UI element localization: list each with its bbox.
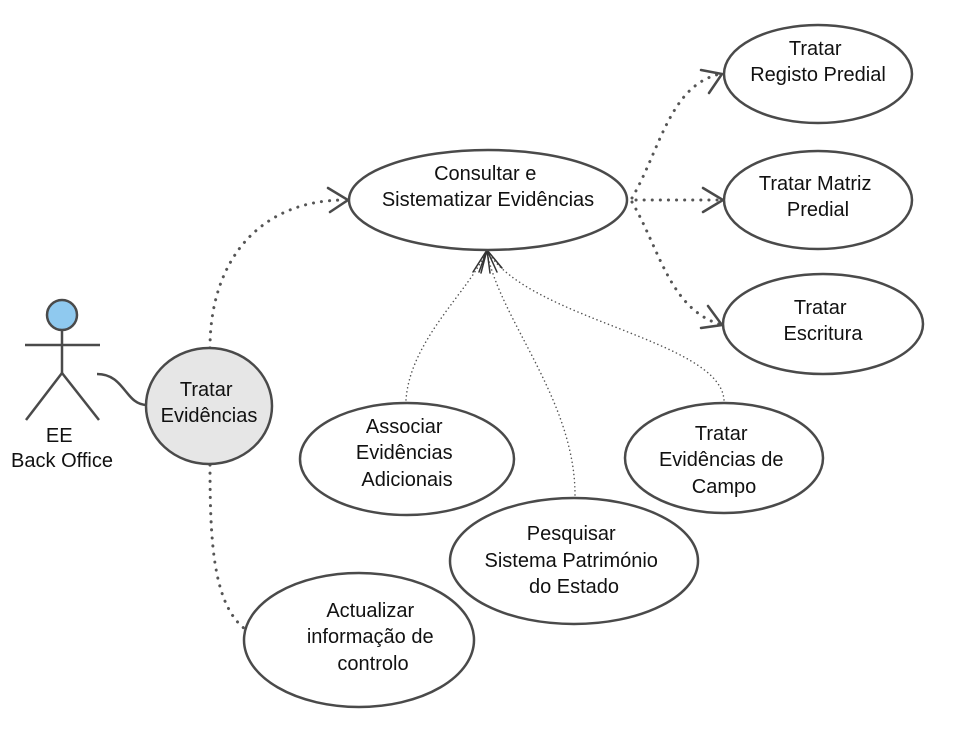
svg-text:Tratar Evidências: Tratar Evidências xyxy=(161,379,258,427)
svg-text:Tratar Registo Predial: Tratar Registo Predial xyxy=(750,38,886,86)
edges xyxy=(96,68,726,653)
svg-text:Associar Evidências: Associar Evidências Adicionais xyxy=(356,416,458,491)
edge-consultar-to-registo xyxy=(630,72,722,200)
usecase-tratar-evidencias-campo[interactable]: Tratar Evidências de Campo xyxy=(623,401,825,515)
usecase-associar-evidencias[interactable]: Associar Evidências Adicionais xyxy=(298,401,516,517)
usecase-pesquisar-spe[interactable]: Pesquisar Sistema Património do Estado xyxy=(448,496,700,626)
actor-head xyxy=(45,298,79,332)
arrowhead-matriz xyxy=(701,186,726,214)
arrowheads-extensions xyxy=(472,249,503,274)
svg-text:Actualizar informação de: Actualizar informação de controlo xyxy=(307,600,439,675)
usecase-tratar-escritura[interactable]: Tratar Escritura xyxy=(721,272,925,376)
svg-text:Tratar Escritura: Tratar Escritura xyxy=(784,297,864,345)
usecase-tratar-matriz-predial[interactable]: Tratar Matriz Predial xyxy=(722,149,914,251)
svg-text:Tratar Evidências de: Tratar Evidências de Campo xyxy=(659,423,789,498)
edge-consultar-to-escritura xyxy=(630,200,724,327)
association-actor-tratar-evidencias xyxy=(96,372,148,407)
svg-text:Pesquisar Sistema Patrim: Pesquisar Sistema Património do Estado xyxy=(485,523,664,598)
edge-campo-to-consultar xyxy=(487,251,725,401)
edge-tratar-to-actualizar xyxy=(208,463,272,642)
actor-ee-back-office[interactable]: EE Back Office xyxy=(11,298,113,472)
usecase-actualizar-info[interactable]: Actualizar informação de controlo xyxy=(242,571,476,709)
svg-text:Consultar e Sistematizar: Consultar e Sistematizar Evidências xyxy=(382,163,594,211)
svg-text:Tratar Matriz Predial: Tratar Matriz Predial xyxy=(759,173,877,221)
usecase-consultar-sistematizar[interactable]: Consultar e Sistematizar Evidências xyxy=(347,148,629,252)
actor-leg-right xyxy=(61,372,100,421)
usecase-tratar-registo-predial[interactable]: Tratar Registo Predial xyxy=(722,23,914,125)
usecase-tratar-evidencias[interactable]: Tratar Evidências xyxy=(144,346,274,466)
edge-associar-to-consultar xyxy=(405,251,487,401)
actor-leg-left xyxy=(25,372,63,421)
arrowhead-registo xyxy=(699,68,725,95)
actor-label: EE Back Office xyxy=(11,425,113,472)
edge-tratar-to-consultar xyxy=(208,198,347,350)
